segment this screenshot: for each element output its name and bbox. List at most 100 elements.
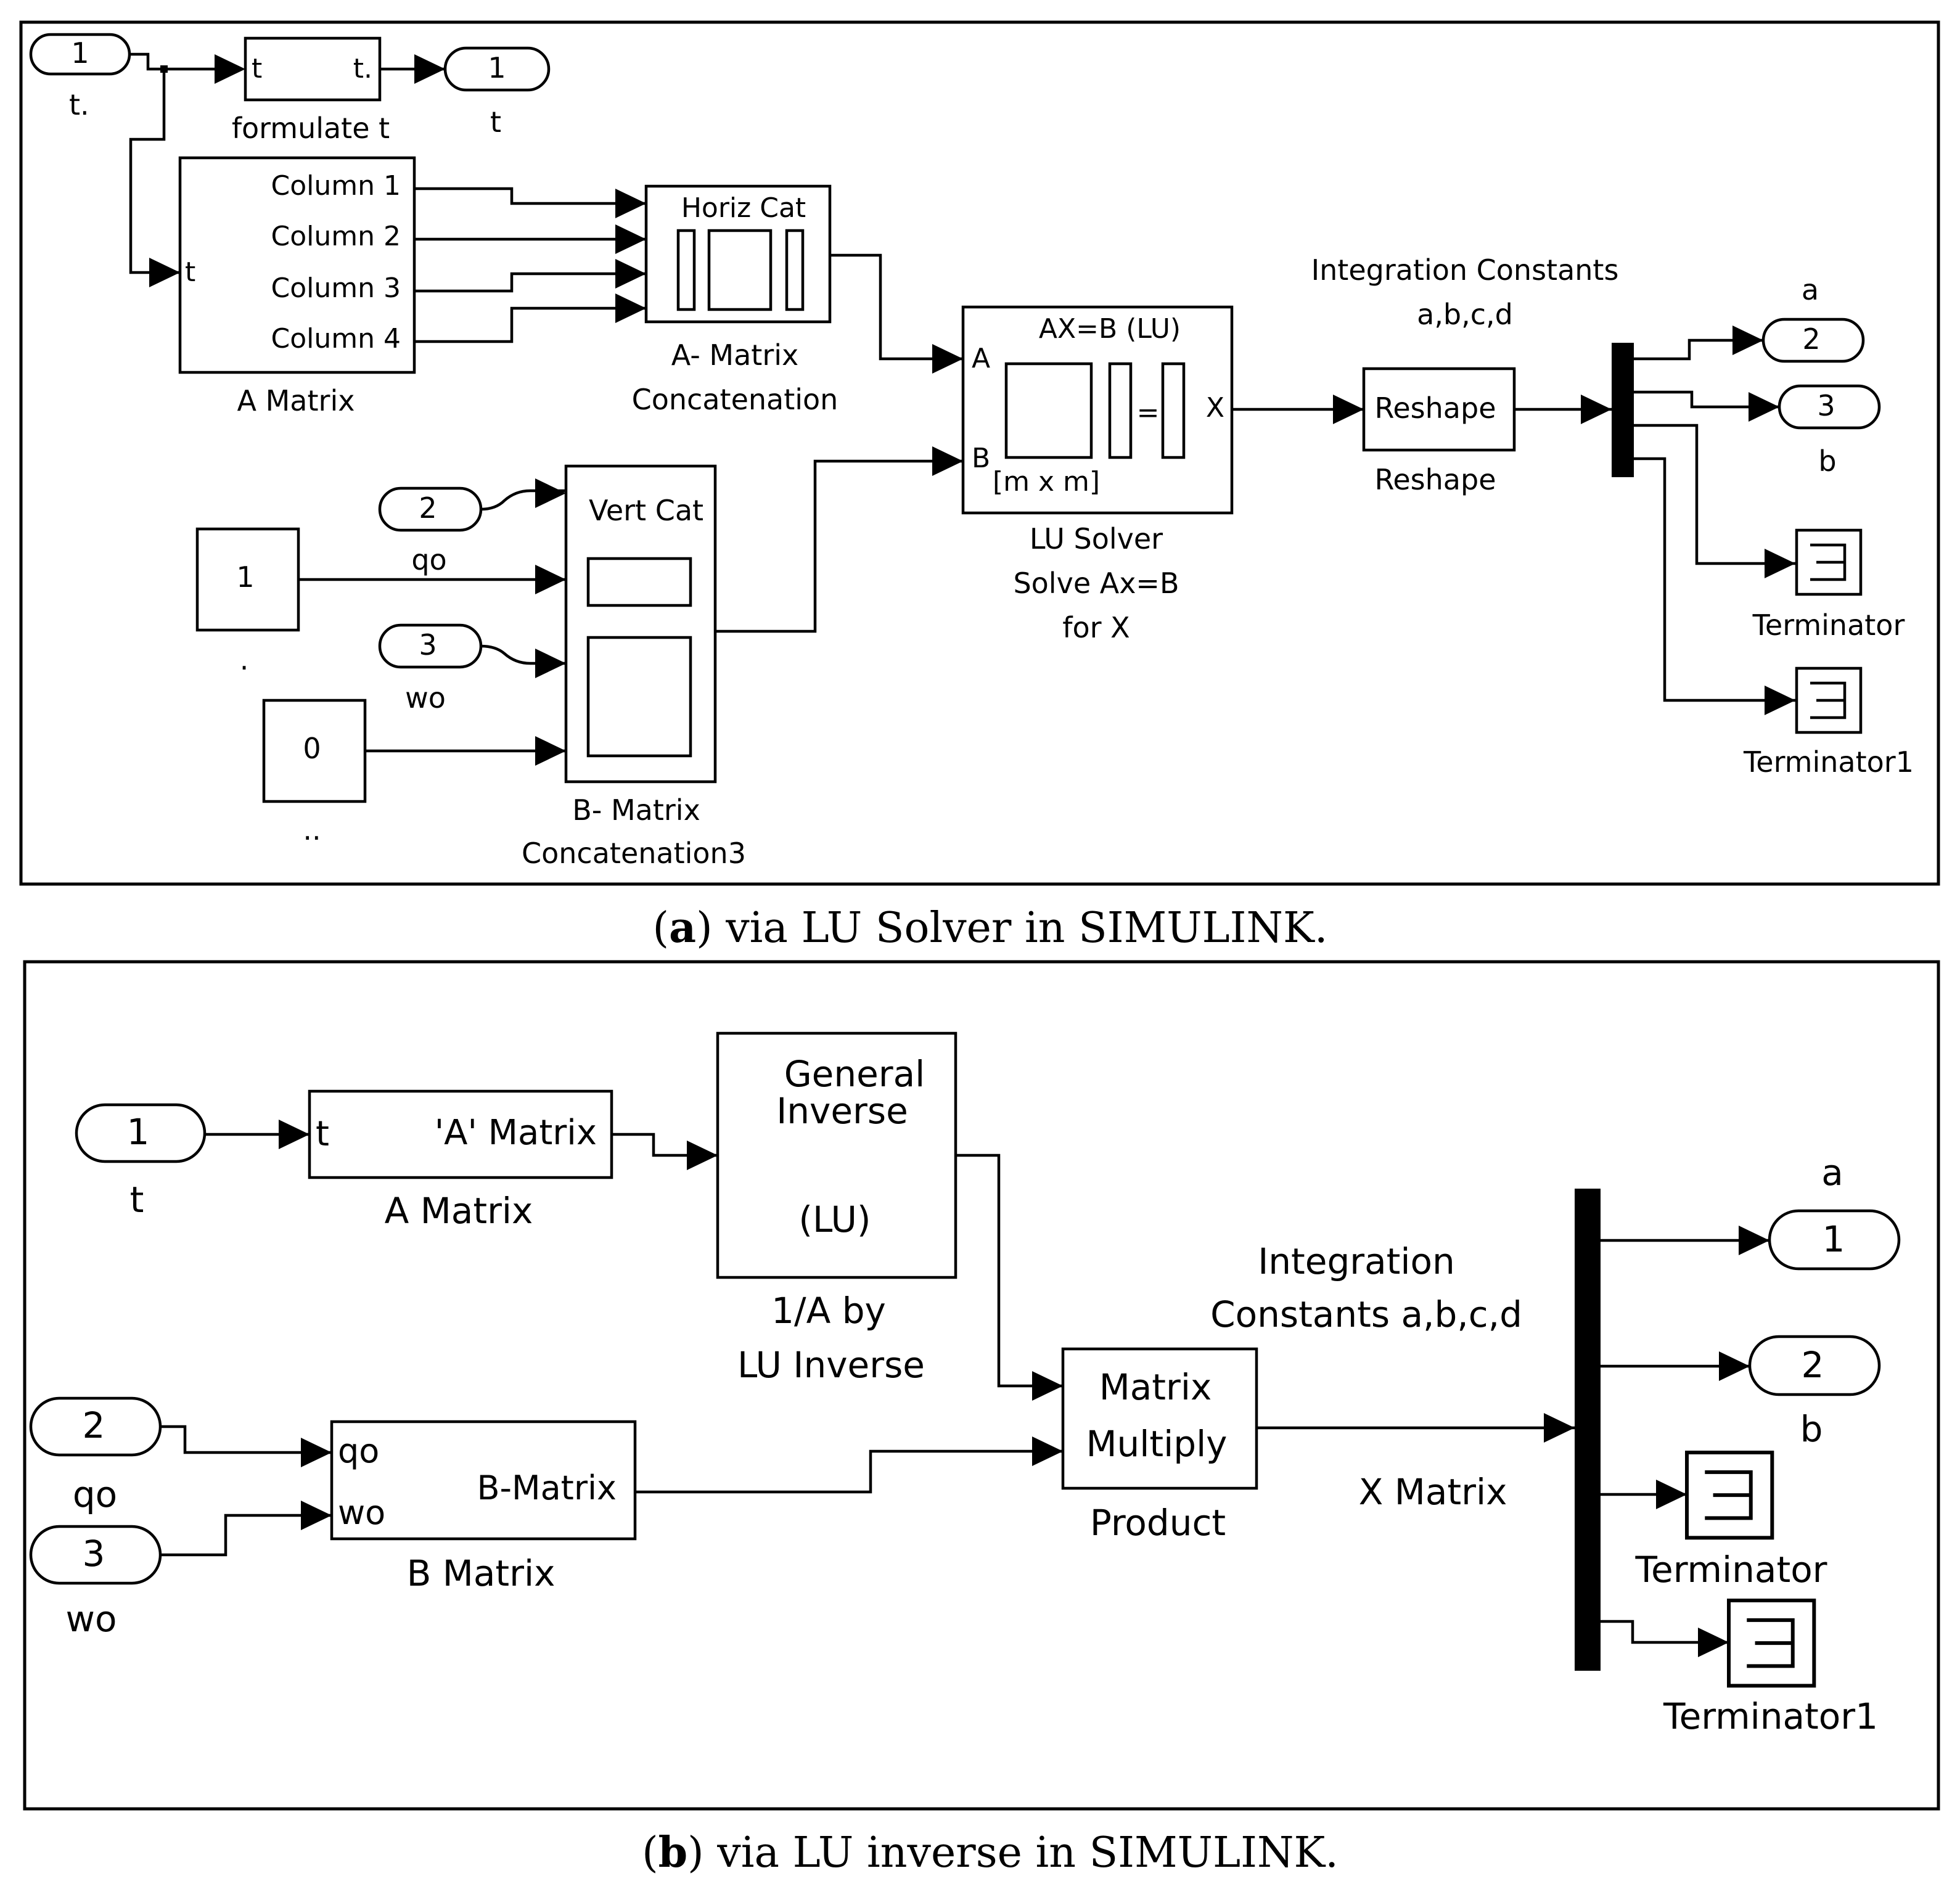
arrow-vcat-2 (535, 565, 566, 594)
product-block[interactable]: Matrix Multiply (1061, 1347, 1258, 1490)
wire-bmatrix-to-product (635, 1449, 1063, 1494)
constant-1-value: 1 (236, 560, 254, 594)
lu-solver-title: AX=B (LU) (1039, 313, 1181, 345)
wire-qo-to-bmatrix (160, 1425, 332, 1454)
arrow-demux-a (1581, 395, 1612, 424)
arrow-out-a-b (1739, 1226, 1769, 1255)
wo-signal-label-a: wo (405, 681, 446, 715)
lu-solver-label-3: for X (1062, 611, 1130, 644)
product-line-1: Matrix (1099, 1366, 1212, 1408)
wire-qo-to-vcat (480, 489, 566, 511)
arrow-hcat-3 (615, 259, 646, 289)
outport-b-b[interactable]: 2 (1748, 1335, 1881, 1396)
general-inverse-line-1: General (784, 1053, 925, 1095)
formulate-t-block[interactable]: t t. (244, 36, 382, 102)
a-matrix-label-b: A Matrix (385, 1190, 533, 1232)
lu-equals: = (1137, 397, 1160, 428)
outport-a-b-number: 1 (1823, 1218, 1845, 1260)
lu-solver-label-2: Solve Ax=B (1013, 567, 1179, 600)
outport-a-label-b: a (1821, 1152, 1843, 1194)
caption-a: (a) via LU Solver in SIMULINK. (653, 903, 1328, 953)
product-label: Product (1090, 1502, 1226, 1544)
inport-wo-a[interactable]: 3 (378, 623, 483, 669)
b-matrix-block[interactable]: qo wo B-Matrix (330, 1420, 637, 1541)
wire-col3 (414, 272, 646, 293)
arrow-ginv (687, 1141, 718, 1170)
outport-t-a[interactable]: 1 (443, 46, 551, 92)
inport-wo-b-label: wo (66, 1598, 117, 1640)
wire-wo-to-bmatrix (160, 1514, 332, 1557)
outport-t-a-label: t (490, 105, 501, 139)
wire-demux-out3-a (1634, 424, 1795, 565)
inport-t-a[interactable]: 1 (29, 33, 131, 76)
a-matrix-label-a: A Matrix (237, 384, 355, 417)
integration-constants-label-b-2: Constants a,b,c,d (1210, 1293, 1522, 1335)
vert-cat-title: Vert Cat (589, 494, 703, 527)
lu-solver-block[interactable]: AX=B (LU) A B X = [m x m] (961, 305, 1234, 515)
wire-amatrix-to-ginv (612, 1133, 718, 1157)
demux-bar-b[interactable] (1575, 1189, 1601, 1671)
terminator1-b[interactable] (1729, 1600, 1814, 1686)
outport-b-b-number: 2 (1802, 1344, 1824, 1386)
inport-qo-b[interactable]: 2 (29, 1396, 162, 1457)
demux-bar-a[interactable] (1612, 343, 1634, 477)
arrow-vcat-4 (535, 736, 566, 766)
integration-constants-label-a-1: Integration Constants (1311, 253, 1619, 287)
terminator-b-icon (1687, 1452, 1772, 1538)
panel-b-frame (23, 960, 1940, 1811)
outport-a-b[interactable]: 1 (1768, 1209, 1901, 1271)
caption-b-letter: b (658, 1828, 688, 1877)
b-matrix-out-port: B-Matrix (477, 1469, 617, 1507)
vert-cat-block[interactable]: Vert Cat (564, 464, 717, 784)
general-inverse-block[interactable]: General Inverse (LU) (716, 1031, 957, 1279)
inport-qo-a-number: 2 (419, 491, 437, 525)
general-inverse-label-1: 1/A by (771, 1290, 886, 1332)
vert-cat-label-2: Concatenation3 (522, 837, 746, 870)
a-matrix-column-4: Column 4 (271, 323, 401, 354)
b-matrix-port-wo: wo (338, 1493, 385, 1532)
constant-0-block[interactable]: 0 (262, 699, 367, 803)
outport-b-a[interactable]: 3 (1778, 384, 1881, 430)
constant-1-block[interactable]: 1 (195, 527, 300, 632)
inport-t-b-label: t (130, 1179, 144, 1221)
reshape-block[interactable]: Reshape (1362, 367, 1516, 452)
terminator1-a[interactable] (1797, 668, 1861, 732)
a-matrix-block-b[interactable]: t 'A' Matrix (308, 1089, 613, 1179)
wire-demux-out1-a (1634, 338, 1763, 361)
terminator-b[interactable] (1687, 1452, 1772, 1538)
terminator1-label-b: Terminator1 (1663, 1695, 1878, 1737)
wire-col1 (414, 187, 646, 205)
b-matrix-port-qo: qo (338, 1432, 379, 1470)
arrow-product-2 (1032, 1436, 1063, 1466)
horiz-cat-block[interactable]: Horiz Cat (644, 184, 832, 324)
inport-wo-a-number: 3 (419, 628, 437, 662)
arrow-demux-b (1544, 1413, 1575, 1443)
a-matrix-in-port: t (185, 256, 195, 288)
outport-a-a[interactable]: 2 (1761, 318, 1865, 363)
outport-b-label-b: b (1800, 1408, 1823, 1450)
constant-0-value: 0 (303, 732, 321, 765)
lu-port-b: B (972, 443, 990, 474)
arrow-reshape (1333, 395, 1364, 424)
caption-b-text: ) via LU inverse in SIMULINK. (687, 1829, 1339, 1877)
wire-t-to-formulate (129, 52, 216, 71)
a-matrix-block-a[interactable]: t Column 1 Column 2 Column 3 Column 4 (178, 156, 416, 374)
constant-1-label: . (240, 643, 249, 676)
inport-t-a-label: t. (69, 88, 89, 121)
wire-col4 (414, 306, 646, 343)
inport-qo-a[interactable]: 2 (378, 486, 483, 532)
a-matrix-b-in-port: t (316, 1114, 329, 1154)
arrow-out-b-b (1719, 1351, 1750, 1381)
vert-cat-label-1: B- Matrix (572, 793, 700, 827)
terminator-label-b: Terminator (1634, 1549, 1827, 1591)
wire-t-to-amatrix (129, 69, 180, 274)
terminator-label-a: Terminator (1752, 608, 1905, 642)
terminator-a[interactable] (1797, 530, 1861, 594)
a-matrix-column-2: Column 2 (271, 221, 401, 252)
arrow-out-t (414, 54, 445, 84)
inport-wo-b[interactable]: 3 (29, 1525, 162, 1585)
caption-a-letter: a (669, 903, 696, 953)
inport-t-b[interactable]: 1 (75, 1103, 207, 1163)
lu-port-x: X (1206, 392, 1224, 424)
